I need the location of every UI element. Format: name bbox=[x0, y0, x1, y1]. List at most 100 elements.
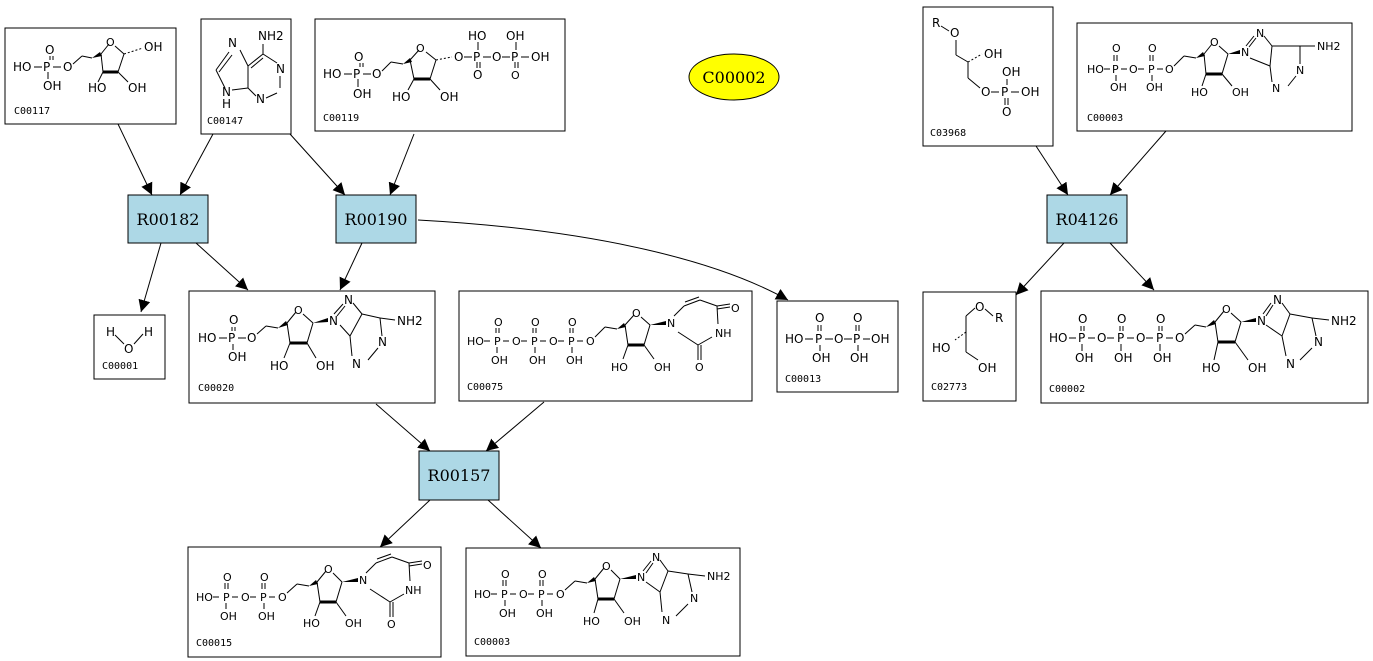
atom-label: NH bbox=[715, 327, 732, 340]
atom-label: O bbox=[1112, 42, 1121, 55]
atom-label: HO bbox=[611, 361, 628, 374]
atom-label: HO bbox=[303, 617, 320, 630]
atom-label: OH bbox=[850, 351, 868, 365]
atom-label: N bbox=[359, 574, 367, 587]
structure-c00015: HO P O OH O P O OH O O HO OH bbox=[196, 553, 432, 631]
atom-label: O bbox=[1078, 312, 1087, 326]
atom-label: N bbox=[1273, 293, 1282, 307]
reaction-label: R04126 bbox=[1056, 210, 1119, 229]
compound-box bbox=[4, 27, 177, 125]
compound-c03968[interactable]: R O OH O P OH OH O C03968 bbox=[922, 6, 1054, 147]
compound-c00003-bottom[interactable]: HO P O OH O P O OH O O HO OH bbox=[0, 0, 741, 657]
atom-label: O bbox=[834, 332, 843, 346]
atom-label: P bbox=[1001, 85, 1008, 99]
structure-c00002: HO P O OH O P O OH O P O OH O bbox=[1049, 293, 1357, 375]
atom-label: N bbox=[329, 314, 338, 328]
atom-label: O bbox=[1148, 42, 1157, 55]
compound-c00117[interactable]: HO P O OH O OH HO OH O C00117 bbox=[4, 27, 177, 125]
atom-label: O bbox=[124, 342, 133, 356]
reaction-label: R00190 bbox=[345, 210, 408, 229]
atom-label: N bbox=[652, 551, 660, 564]
compound-id: C00075 bbox=[467, 382, 503, 393]
atom-label: OH bbox=[654, 361, 671, 374]
atom-label: P bbox=[1117, 331, 1124, 345]
compound-c00013[interactable]: HO P O OH O P O OH OH C00013 bbox=[776, 300, 899, 393]
atom-label: HO bbox=[785, 332, 803, 346]
atom-label: O bbox=[247, 331, 256, 345]
edge-r00190-c00020 bbox=[339, 242, 363, 291]
edge-r00157-c00015 bbox=[379, 499, 431, 548]
atom-label: OH bbox=[43, 79, 61, 93]
compound-box bbox=[188, 290, 436, 404]
atom-label: N bbox=[1296, 64, 1304, 77]
compound-box bbox=[1040, 290, 1369, 404]
compound-id: C00117 bbox=[14, 106, 50, 117]
atom-label: P bbox=[815, 332, 822, 346]
reaction-r00157[interactable]: R00157 bbox=[418, 450, 500, 501]
atom-label: OH bbox=[220, 610, 237, 623]
atom-label: P bbox=[1112, 63, 1119, 76]
focus-compound[interactable]: C00002 bbox=[688, 53, 780, 101]
edge-c00117-r00182 bbox=[117, 123, 153, 196]
atom-label: O bbox=[241, 591, 250, 604]
edge-r04126-c02773 bbox=[1015, 242, 1065, 296]
atom-label: O bbox=[538, 568, 547, 581]
atom-label: R bbox=[995, 311, 1003, 325]
atom-label: O bbox=[492, 50, 501, 64]
atom-label: OH bbox=[144, 40, 162, 54]
atom-label: OH bbox=[228, 350, 246, 364]
compound-id: C00119 bbox=[323, 113, 359, 124]
atom-label: O bbox=[354, 50, 363, 64]
compound-c00075[interactable]: HO P O OH O P O OH O P O OH O bbox=[458, 290, 753, 402]
compound-id: C00147 bbox=[207, 116, 243, 127]
structure-ring-oxygen: O bbox=[294, 304, 303, 317]
atom-label: OH bbox=[316, 359, 334, 373]
atom-label: N bbox=[1286, 357, 1295, 371]
atom-label: OH bbox=[871, 332, 889, 346]
compound-c00015[interactable]: HO P O OH O P O OH O O HO OH bbox=[0, 0, 442, 658]
reaction-r00190[interactable]: R00190 bbox=[335, 194, 417, 244]
atom-label: HO bbox=[392, 90, 410, 104]
compound-id: C03968 bbox=[930, 128, 966, 139]
compound-c00001[interactable]: H O H C00001 bbox=[93, 314, 166, 380]
compound-c00002[interactable]: HO P O OH O P O OH O P O OH O bbox=[1040, 290, 1369, 404]
compound-c00147[interactable]: NH2 N N N N H C00147 bbox=[200, 18, 292, 135]
atom-label: O bbox=[586, 335, 595, 348]
compound-c00020[interactable]: HO P O OH O O HO OH N N NH2 bbox=[188, 290, 436, 404]
compound-box bbox=[93, 314, 166, 380]
reaction-r04126[interactable]: R04126 bbox=[1046, 194, 1128, 244]
atom-label: H bbox=[222, 97, 231, 111]
atom-label: O bbox=[975, 300, 984, 314]
edge-c00119-r00190 bbox=[388, 133, 415, 196]
atom-label: O bbox=[223, 571, 232, 584]
atom-label: HO bbox=[1049, 331, 1067, 345]
structure-c00013: HO P O OH O P O OH OH bbox=[785, 311, 889, 365]
atom-label: O bbox=[1117, 312, 1126, 326]
atom-label: OH bbox=[1002, 65, 1020, 79]
atom-label: OH bbox=[128, 81, 146, 95]
compound-box bbox=[314, 18, 566, 132]
atom-label: P bbox=[260, 591, 267, 604]
atom-label: N bbox=[256, 92, 265, 106]
structure-ring-oxygen: O bbox=[1210, 36, 1219, 49]
atom-label: NH bbox=[405, 584, 422, 597]
reaction-r00182[interactable]: R00182 bbox=[127, 194, 209, 244]
atom-label: OH bbox=[624, 615, 641, 628]
atom-label: N bbox=[1257, 314, 1266, 328]
atom-label: O bbox=[1175, 331, 1184, 345]
compound-c00003-top[interactable]: HO P O OH O P O OH O O HO OH bbox=[1076, 22, 1353, 132]
edge-r00182-c00001 bbox=[138, 242, 162, 313]
atom-label: HO bbox=[474, 588, 491, 601]
atom-label: OH bbox=[1075, 351, 1093, 365]
atom-label: O bbox=[731, 302, 740, 315]
atom-label: P bbox=[853, 332, 860, 346]
atom-label: NH2 bbox=[707, 570, 731, 583]
atom-label: O bbox=[531, 316, 540, 329]
compound-c02773[interactable]: O R HO OH C02773 bbox=[922, 291, 1017, 402]
atom-label: O bbox=[229, 313, 238, 327]
compound-c00119[interactable]: HO P O OH O O HO OH O P HO O bbox=[314, 18, 566, 132]
structure-c00003-top: HO P O OH O P O OH O O HO OH bbox=[1087, 27, 1341, 99]
compound-id: C02773 bbox=[931, 382, 967, 393]
structure-ring-oxygen: O bbox=[602, 560, 611, 573]
atom-label: O bbox=[260, 571, 269, 584]
